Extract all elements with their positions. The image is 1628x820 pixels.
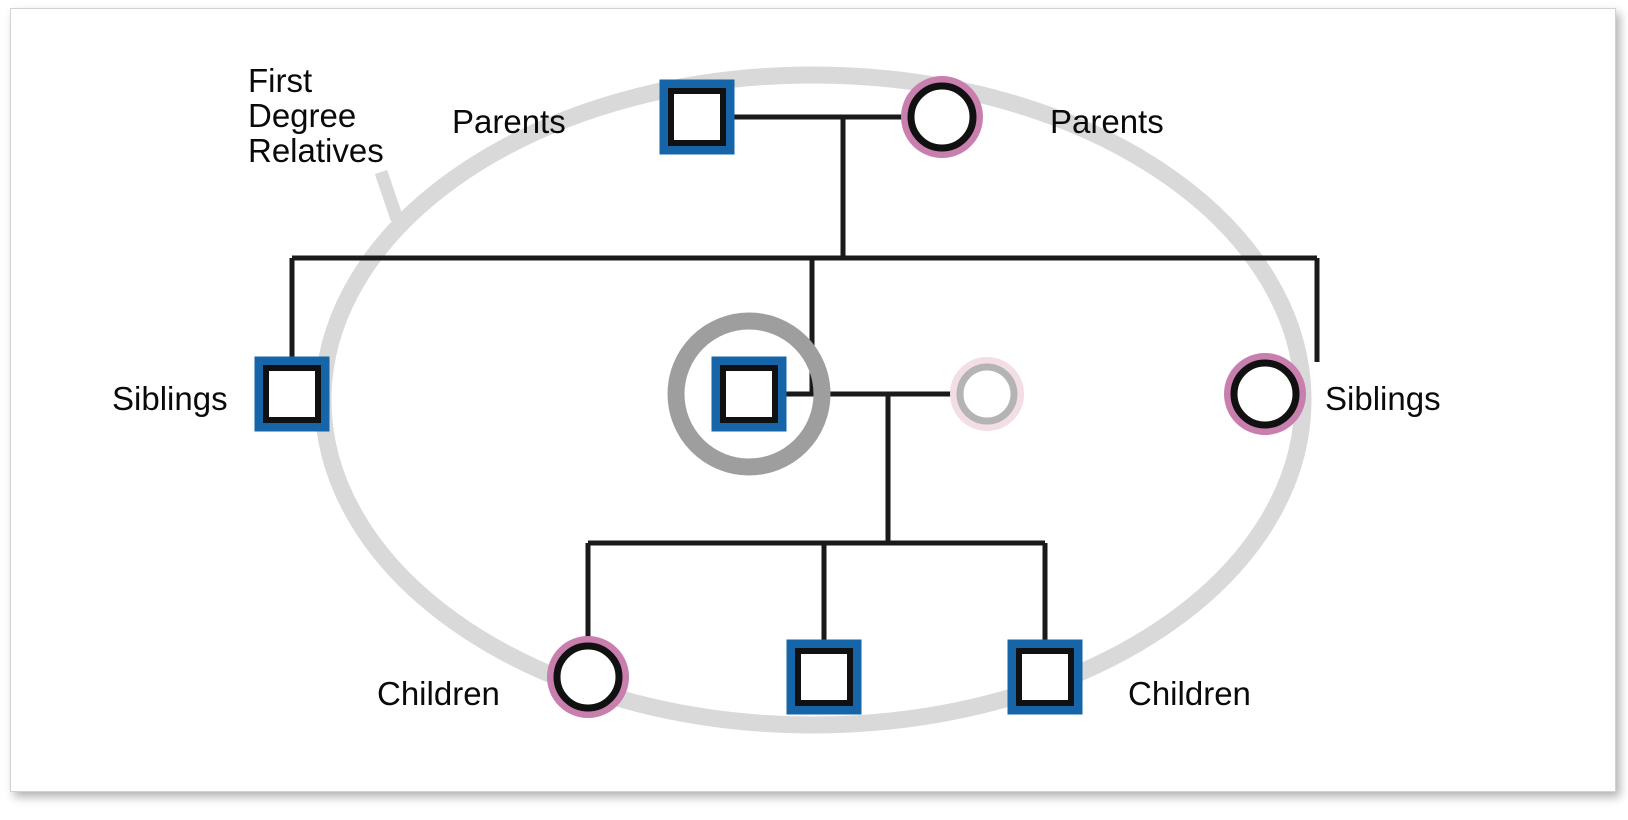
symbol-sibling-left[interactable] (254, 356, 330, 432)
symbol-spouse[interactable] (950, 357, 1024, 431)
label-children-left: Children (377, 675, 500, 712)
female-circle-inner-faded-icon (956, 363, 1018, 425)
first-degree-relatives-ellipse (314, 66, 1312, 734)
connector-lines (289, 114, 1320, 645)
label-children-right: Children (1128, 675, 1251, 712)
label-parents-left: Parents (452, 103, 566, 140)
male-square-inner-icon (263, 365, 321, 423)
male-square-inner-icon (795, 648, 853, 706)
symbol-child-3[interactable] (1007, 639, 1083, 715)
symbol-proband[interactable] (711, 356, 787, 432)
label-first-degree-relatives: First Degree Relatives (248, 62, 384, 169)
proband-highlight-ring (667, 312, 831, 476)
symbol-mother[interactable] (901, 76, 983, 158)
male-square-inner-icon (668, 88, 726, 146)
symbol-child-2[interactable] (786, 639, 862, 715)
male-square-inner-icon (720, 365, 778, 423)
symbol-sibling-right[interactable] (1224, 353, 1306, 435)
label-siblings-right: Siblings (1325, 380, 1441, 417)
symbol-child-1[interactable] (547, 636, 629, 718)
first-degree-relatives-ellipse-group (314, 66, 1312, 734)
female-circle-inner-icon (553, 642, 623, 712)
first-degree-pointer-icon (374, 169, 404, 222)
symbol-father[interactable] (659, 79, 735, 155)
female-circle-inner-icon (1230, 359, 1300, 429)
male-square-inner-icon (1016, 648, 1074, 706)
label-parents-right: Parents (1050, 103, 1164, 140)
female-circle-inner-icon (907, 82, 977, 152)
label-siblings-left: Siblings (112, 380, 228, 417)
